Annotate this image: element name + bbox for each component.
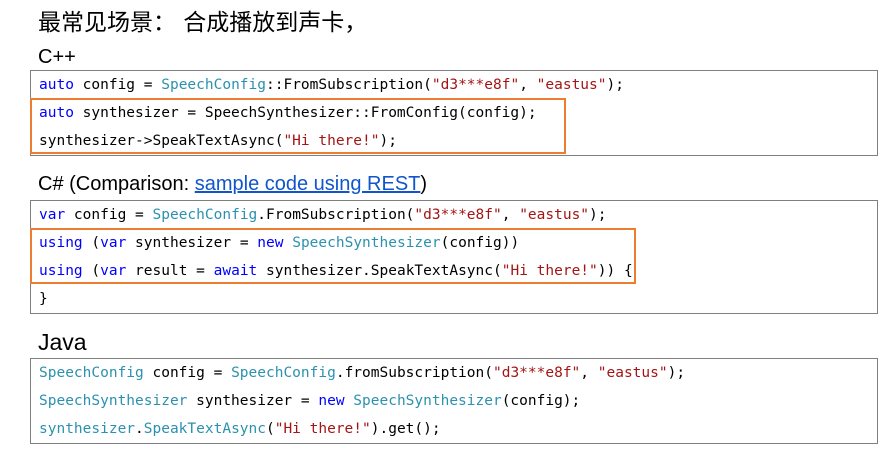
code-token: SpeechSynthesizer	[292, 235, 441, 251]
code-token: var	[39, 207, 66, 223]
code-token: (config))	[440, 235, 520, 251]
code-token: "Hi there!"	[274, 421, 371, 437]
cpp-highlight-box	[30, 98, 566, 154]
cpp-code-block: auto config = SpeechConfig::FromSubscrip…	[30, 70, 878, 156]
code-token: new	[318, 393, 345, 409]
code-token: (config);	[501, 393, 581, 409]
slide-title: 最常见场景： 合成播放到声卡，	[38, 10, 368, 36]
code-token: SpeechConfig	[161, 77, 266, 93]
code-token: "d3***e8f"	[414, 207, 502, 223]
code-token: "d3***e8f"	[431, 77, 520, 93]
code-token: )) {	[597, 263, 633, 279]
java-line-2: SpeechSynthesizer synthesizer = new Spee…	[39, 387, 580, 415]
code-token: .	[135, 421, 144, 437]
csharp-heading-prefix: C# (Comparison:	[38, 173, 195, 195]
code-token: );	[667, 365, 686, 381]
code-token: );	[606, 77, 624, 93]
code-token	[345, 393, 354, 409]
code-token: synthesizer	[39, 421, 136, 437]
code-token: ).get();	[370, 421, 441, 437]
code-token: "eastus"	[597, 365, 668, 381]
code-token: using	[39, 235, 83, 251]
code-token: (	[82, 263, 101, 279]
code-token: .fromSubscription(	[335, 365, 493, 381]
code-token: SpeechSynthesizer	[353, 393, 502, 409]
code-token: using	[39, 263, 83, 279]
code-token: synthesizer =	[126, 235, 258, 251]
csharp-highlight-box	[30, 228, 636, 284]
code-token: "eastus"	[536, 77, 607, 93]
code-token: ,	[519, 77, 537, 93]
cpp-line-3: synthesizer->SpeakTextAsync("Hi there!")…	[39, 127, 397, 155]
code-token: await	[213, 263, 258, 279]
code-token: auto	[39, 105, 74, 121]
code-token: config =	[65, 207, 153, 223]
code-token: synthesizer.SpeakTextAsync(	[257, 263, 502, 279]
csharp-heading: C# (Comparison: sample code using REST)	[38, 172, 427, 196]
code-token: var	[100, 235, 127, 251]
code-token: config =	[143, 365, 232, 381]
code-token: config =	[73, 77, 162, 93]
cpp-heading: C++	[38, 46, 76, 68]
code-token: (	[82, 235, 101, 251]
code-token: .FromSubscription(	[257, 207, 415, 223]
code-token: ,	[580, 365, 598, 381]
java-heading: Java	[38, 329, 87, 355]
code-token: );	[379, 133, 397, 149]
code-token: SpeechConfig	[152, 207, 258, 223]
code-token: ,	[501, 207, 520, 223]
code-token: synthesizer->SpeakTextAsync(	[39, 133, 284, 149]
code-token: SpeakTextAsync	[143, 421, 266, 437]
code-token: SpeechConfig	[231, 365, 336, 381]
code-token: "d3***e8f"	[492, 365, 581, 381]
java-line-1: SpeechConfig config = SpeechConfig.fromS…	[39, 359, 685, 387]
java-line-3: synthesizer.SpeakTextAsync("Hi there!").…	[39, 415, 441, 443]
code-token: var	[100, 263, 127, 279]
cpp-line-2: auto synthesizer = SpeechSynthesizer::Fr…	[39, 99, 537, 127]
cpp-line-1: auto config = SpeechConfig::FromSubscrip…	[39, 71, 624, 99]
csharp-line-2: using (var synthesizer = new SpeechSynth…	[39, 229, 519, 257]
code-token: "eastus"	[519, 207, 590, 223]
csharp-code-block: var config = SpeechConfig.FromSubscripti…	[30, 200, 878, 314]
rest-sample-link[interactable]: sample code using REST	[194, 173, 421, 195]
code-token: (	[265, 421, 275, 437]
code-token: synthesizer =	[187, 393, 319, 409]
csharp-line-4: }	[39, 285, 48, 313]
code-token: "Hi there!"	[501, 263, 598, 279]
java-code-block: SpeechConfig config = SpeechConfig.fromS…	[30, 358, 878, 444]
code-token: synthesizer = SpeechSynthesizer::FromCon…	[73, 105, 537, 121]
code-token: SpeechConfig	[39, 365, 144, 381]
csharp-line-1: var config = SpeechConfig.FromSubscripti…	[39, 201, 607, 229]
code-token: SpeechSynthesizer	[39, 393, 188, 409]
code-token: auto	[39, 77, 74, 93]
code-token: new	[257, 235, 284, 251]
code-token: }	[39, 291, 48, 307]
code-token: "Hi there!"	[283, 133, 380, 149]
code-token: result =	[126, 263, 214, 279]
code-token: ::FromSubscription(	[266, 77, 432, 93]
csharp-heading-suffix: )	[420, 173, 428, 195]
code-token: );	[589, 207, 607, 223]
csharp-line-3: using (var result = await synthesizer.Sp…	[39, 257, 633, 285]
